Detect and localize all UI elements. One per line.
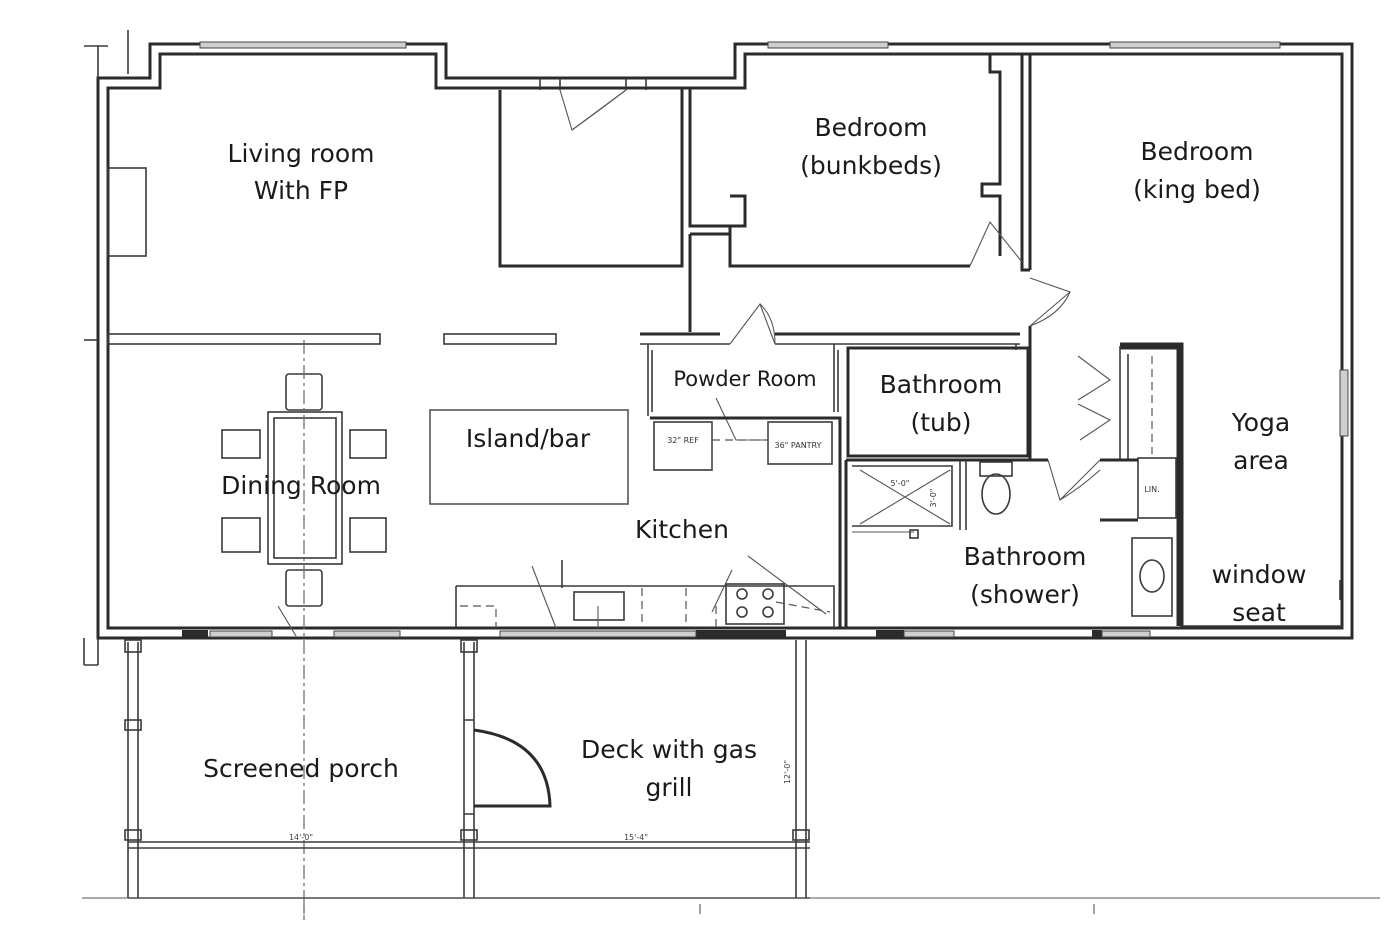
powder-room-label: Powder Room xyxy=(673,367,816,391)
ref-label: 32" REF xyxy=(667,436,699,445)
dining-room-label: Dining Room xyxy=(221,471,381,500)
porch-and-deck xyxy=(82,639,1380,914)
deck-label-2: grill xyxy=(646,773,693,802)
kitchen-label: Kitchen xyxy=(635,515,729,544)
living-room-label-2: With FP xyxy=(254,176,348,205)
yoga-area-label-1: Yoga xyxy=(1231,408,1290,437)
window-seat-label-1: window xyxy=(1212,560,1307,589)
fixture-labels: 32" REF 36" PANTRY LIN. 5'-0" 3'-0" 14'-… xyxy=(289,436,1160,842)
yoga-area-label-2: area xyxy=(1233,446,1289,475)
bedroom-bunk-label-1: Bedroom xyxy=(814,113,927,142)
deck-depth-label: 12'-0" xyxy=(783,760,792,784)
shower-dim-b-label: 3'-0" xyxy=(929,489,938,508)
island-bar-label: Island/bar xyxy=(466,424,591,453)
deck-label-1: Deck with gas xyxy=(581,735,757,764)
bathroom-tub-label-2: (tub) xyxy=(910,408,971,437)
exterior-walls xyxy=(83,30,1354,666)
bathroom-tub-label-1: Bathroom xyxy=(880,370,1003,399)
deck-width-label: 15'-4" xyxy=(624,833,648,842)
shower-dim-a-label: 5'-0" xyxy=(891,479,910,488)
screened-porch-label: Screened porch xyxy=(203,754,399,783)
bedroom-bunk-label-2: (bunkbeds) xyxy=(800,151,942,180)
living-room-label-1: Living room xyxy=(228,139,375,168)
linen-label: LIN. xyxy=(1144,485,1159,494)
porch-width-label: 14'-0" xyxy=(289,833,313,842)
fireplace xyxy=(107,167,147,257)
room-labels: Living room With FP Bedroom (bunkbeds) B… xyxy=(203,113,1306,802)
window-seat-label-2: seat xyxy=(1232,598,1286,627)
bedroom-king-label-1: Bedroom xyxy=(1140,137,1253,166)
bathroom-shower-label-1: Bathroom xyxy=(964,542,1087,571)
interior-walls xyxy=(107,54,1342,920)
bathroom-shower-label-2: (shower) xyxy=(970,580,1080,609)
bedroom-king-label-2: (king bed) xyxy=(1133,175,1261,204)
pantry-label: 36" PANTRY xyxy=(775,441,822,450)
